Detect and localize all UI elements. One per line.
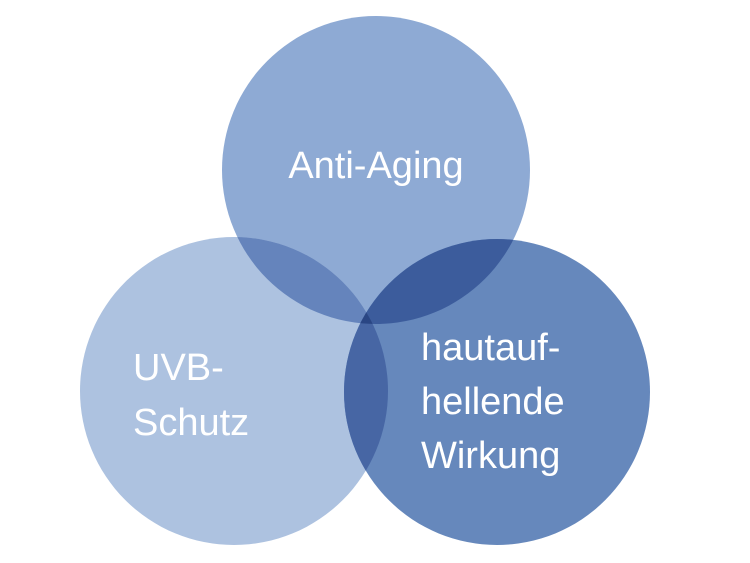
label-haut-line1: hautauf- bbox=[421, 327, 560, 369]
label-haut-line3: Wirkung bbox=[421, 435, 560, 477]
label-uvb-line1: UVB- bbox=[133, 347, 224, 389]
label-haut-line2: hellende bbox=[421, 381, 565, 423]
overlap-anti-aging-haut bbox=[344, 239, 530, 324]
circle-uvb-schutz bbox=[80, 237, 388, 545]
label-uvb-line2: Schutz bbox=[133, 402, 249, 444]
label-anti-aging: Anti-Aging bbox=[288, 145, 463, 187]
